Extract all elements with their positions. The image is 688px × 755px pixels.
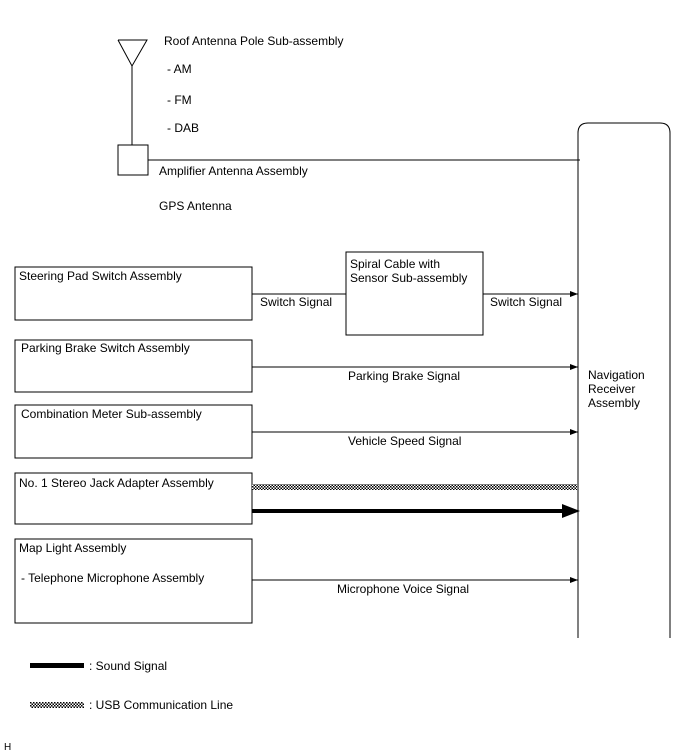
parking-brake-switch-box xyxy=(14,339,253,393)
map-light-label-line2: - Telephone Microphone Assembly xyxy=(21,571,204,585)
band-fm: - FM xyxy=(167,93,192,107)
footer-code: H xyxy=(4,742,11,753)
parking-brake-signal-label: Parking Brake Signal xyxy=(348,369,460,383)
switch-signal-label-out: Switch Signal xyxy=(490,295,562,309)
map-light-box xyxy=(14,538,253,624)
receiver-label-line2: Receiver xyxy=(588,382,635,396)
receiver-label-line3: Assembly xyxy=(588,396,640,410)
antenna-title: Roof Antenna Pole Sub-assembly xyxy=(164,34,343,48)
band-am: - AM xyxy=(167,62,192,76)
band-dab: - DAB xyxy=(167,121,199,135)
antenna-icon xyxy=(117,39,148,145)
amplifier-label: Amplifier Antenna Assembly xyxy=(159,164,308,178)
map-light-label-line1: Map Light Assembly xyxy=(19,541,126,555)
stereo-jack-adapter-box xyxy=(14,472,253,525)
steering-pad-switch-label: Steering Pad Switch Assembly xyxy=(19,269,182,283)
stereo-jack-adapter-label: No. 1 Stereo Jack Adapter Assembly xyxy=(19,476,214,490)
amplifier-box xyxy=(117,144,149,176)
legend-usb-label: : USB Communication Line xyxy=(89,698,233,712)
spiral-cable-label-line2: Sensor Sub-assembly xyxy=(350,271,467,285)
spiral-cable-label-line1: Spiral Cable with xyxy=(350,257,440,271)
switch-signal-label-in: Switch Signal xyxy=(260,295,332,309)
gps-antenna-label: GPS Antenna xyxy=(159,199,232,213)
sound-signal-arrowhead xyxy=(562,504,580,518)
vehicle-speed-signal-label: Vehicle Speed Signal xyxy=(348,434,461,448)
legend-sound-swatch xyxy=(30,663,84,668)
receiver-label-line1: Navigation xyxy=(588,368,645,382)
usb-communication-line xyxy=(252,484,578,490)
navigation-receiver-box xyxy=(577,122,671,638)
combination-meter-label: Combination Meter Sub-assembly xyxy=(21,407,202,421)
legend-sound-label: : Sound Signal xyxy=(89,659,167,673)
microphone-voice-signal-label: Microphone Voice Signal xyxy=(337,582,469,596)
legend-usb-swatch xyxy=(30,702,84,708)
parking-brake-switch-label: Parking Brake Switch Assembly xyxy=(21,341,190,355)
